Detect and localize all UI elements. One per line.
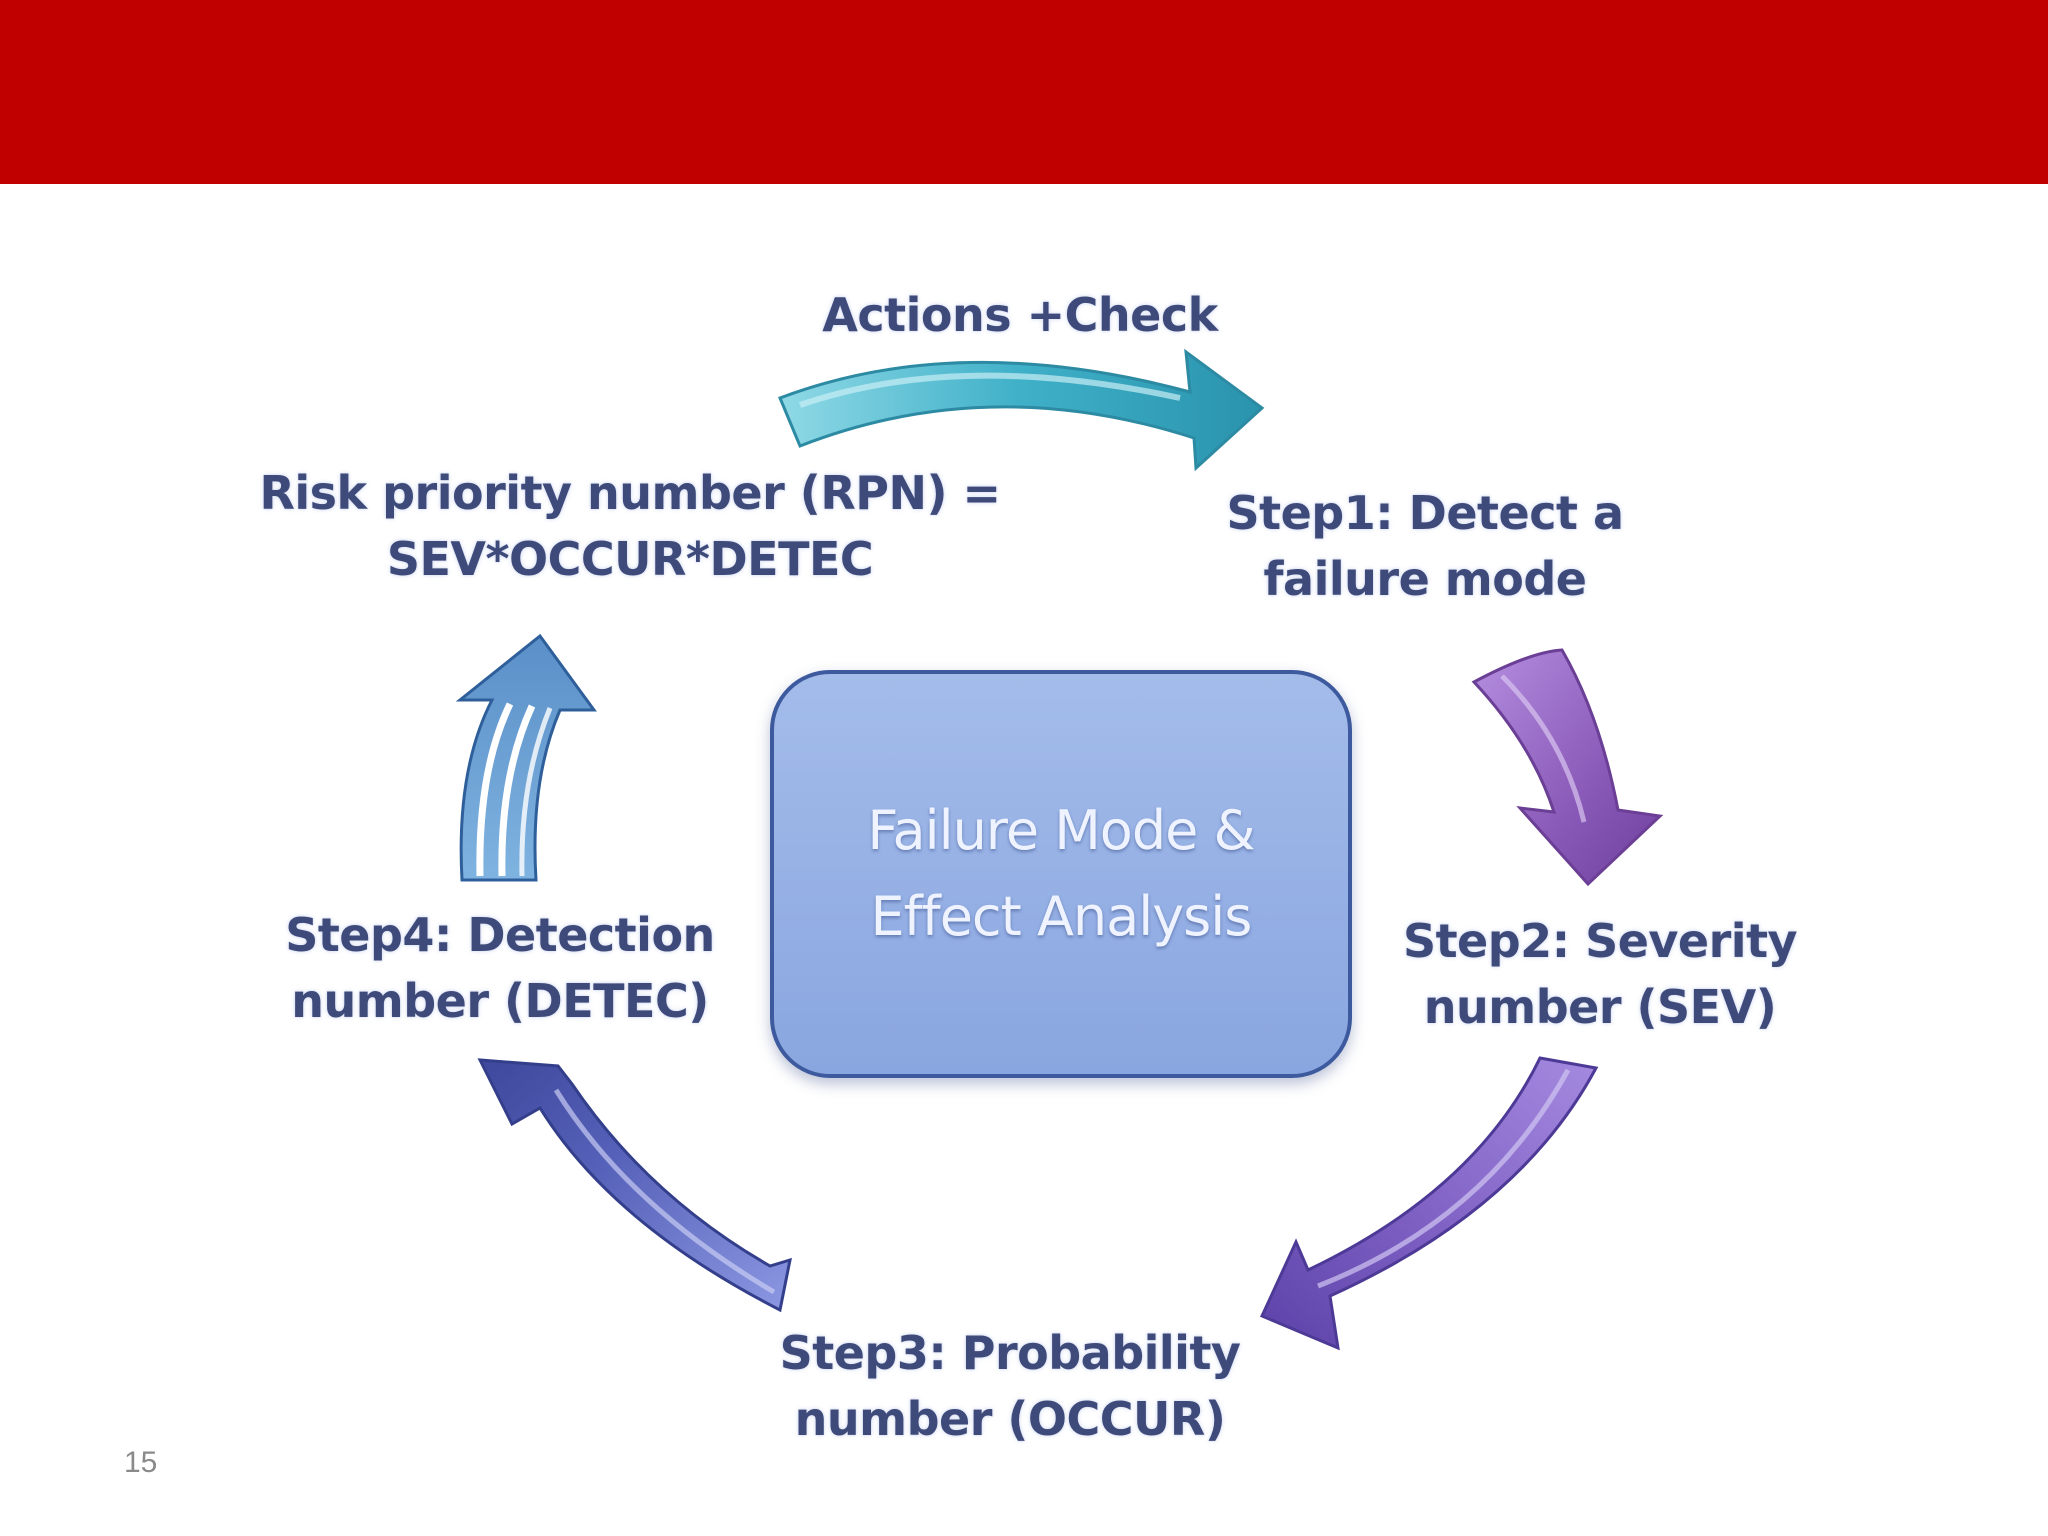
center-title-line1: Failure Mode & [867,799,1255,862]
step1-to-step2-arrow [1471,648,1664,887]
step4-line1: Step4: Detection [285,908,715,962]
rpn-line1: Risk priority number (RPN) = [259,466,1001,520]
rpn-label: Risk priority number (RPN) = SEV*OCCUR*D… [220,460,1040,592]
rpn-line2: SEV*OCCUR*DETEC [386,532,874,586]
step3-line1: Step3: Probability [779,1326,1241,1380]
step4-label: Step4: Detection number (DETEC) [250,902,750,1034]
actions-check-arrow [778,348,1265,472]
center-box: Failure Mode & Effect Analysis [770,670,1352,1078]
step2-line1: Step2: Severity [1402,914,1798,968]
page-number: 15 [124,1446,158,1479]
center-title-line2: Effect Analysis [870,885,1253,948]
actions-check-label: Actions +Check [822,288,1218,342]
step3-line2: number (OCCUR) [794,1392,1226,1446]
step1-line2: failure mode [1263,552,1587,606]
step2-to-step3-arrow [1259,1056,1599,1351]
step3-label: Step3: Probability number (OCCUR) [740,1320,1280,1452]
step1-label: Step1: Detect a failure mode [1180,480,1670,612]
step4-line2: number (DETEC) [291,974,709,1028]
step2-line2: number (SEV) [1423,980,1777,1034]
step4-to-rpn-arrow [455,633,597,882]
header-bar [0,0,2048,184]
step2-label: Step2: Severity number (SEV) [1370,908,1830,1040]
step3-to-step4-arrow [477,1058,792,1313]
step1-line1: Step1: Detect a [1226,486,1624,540]
